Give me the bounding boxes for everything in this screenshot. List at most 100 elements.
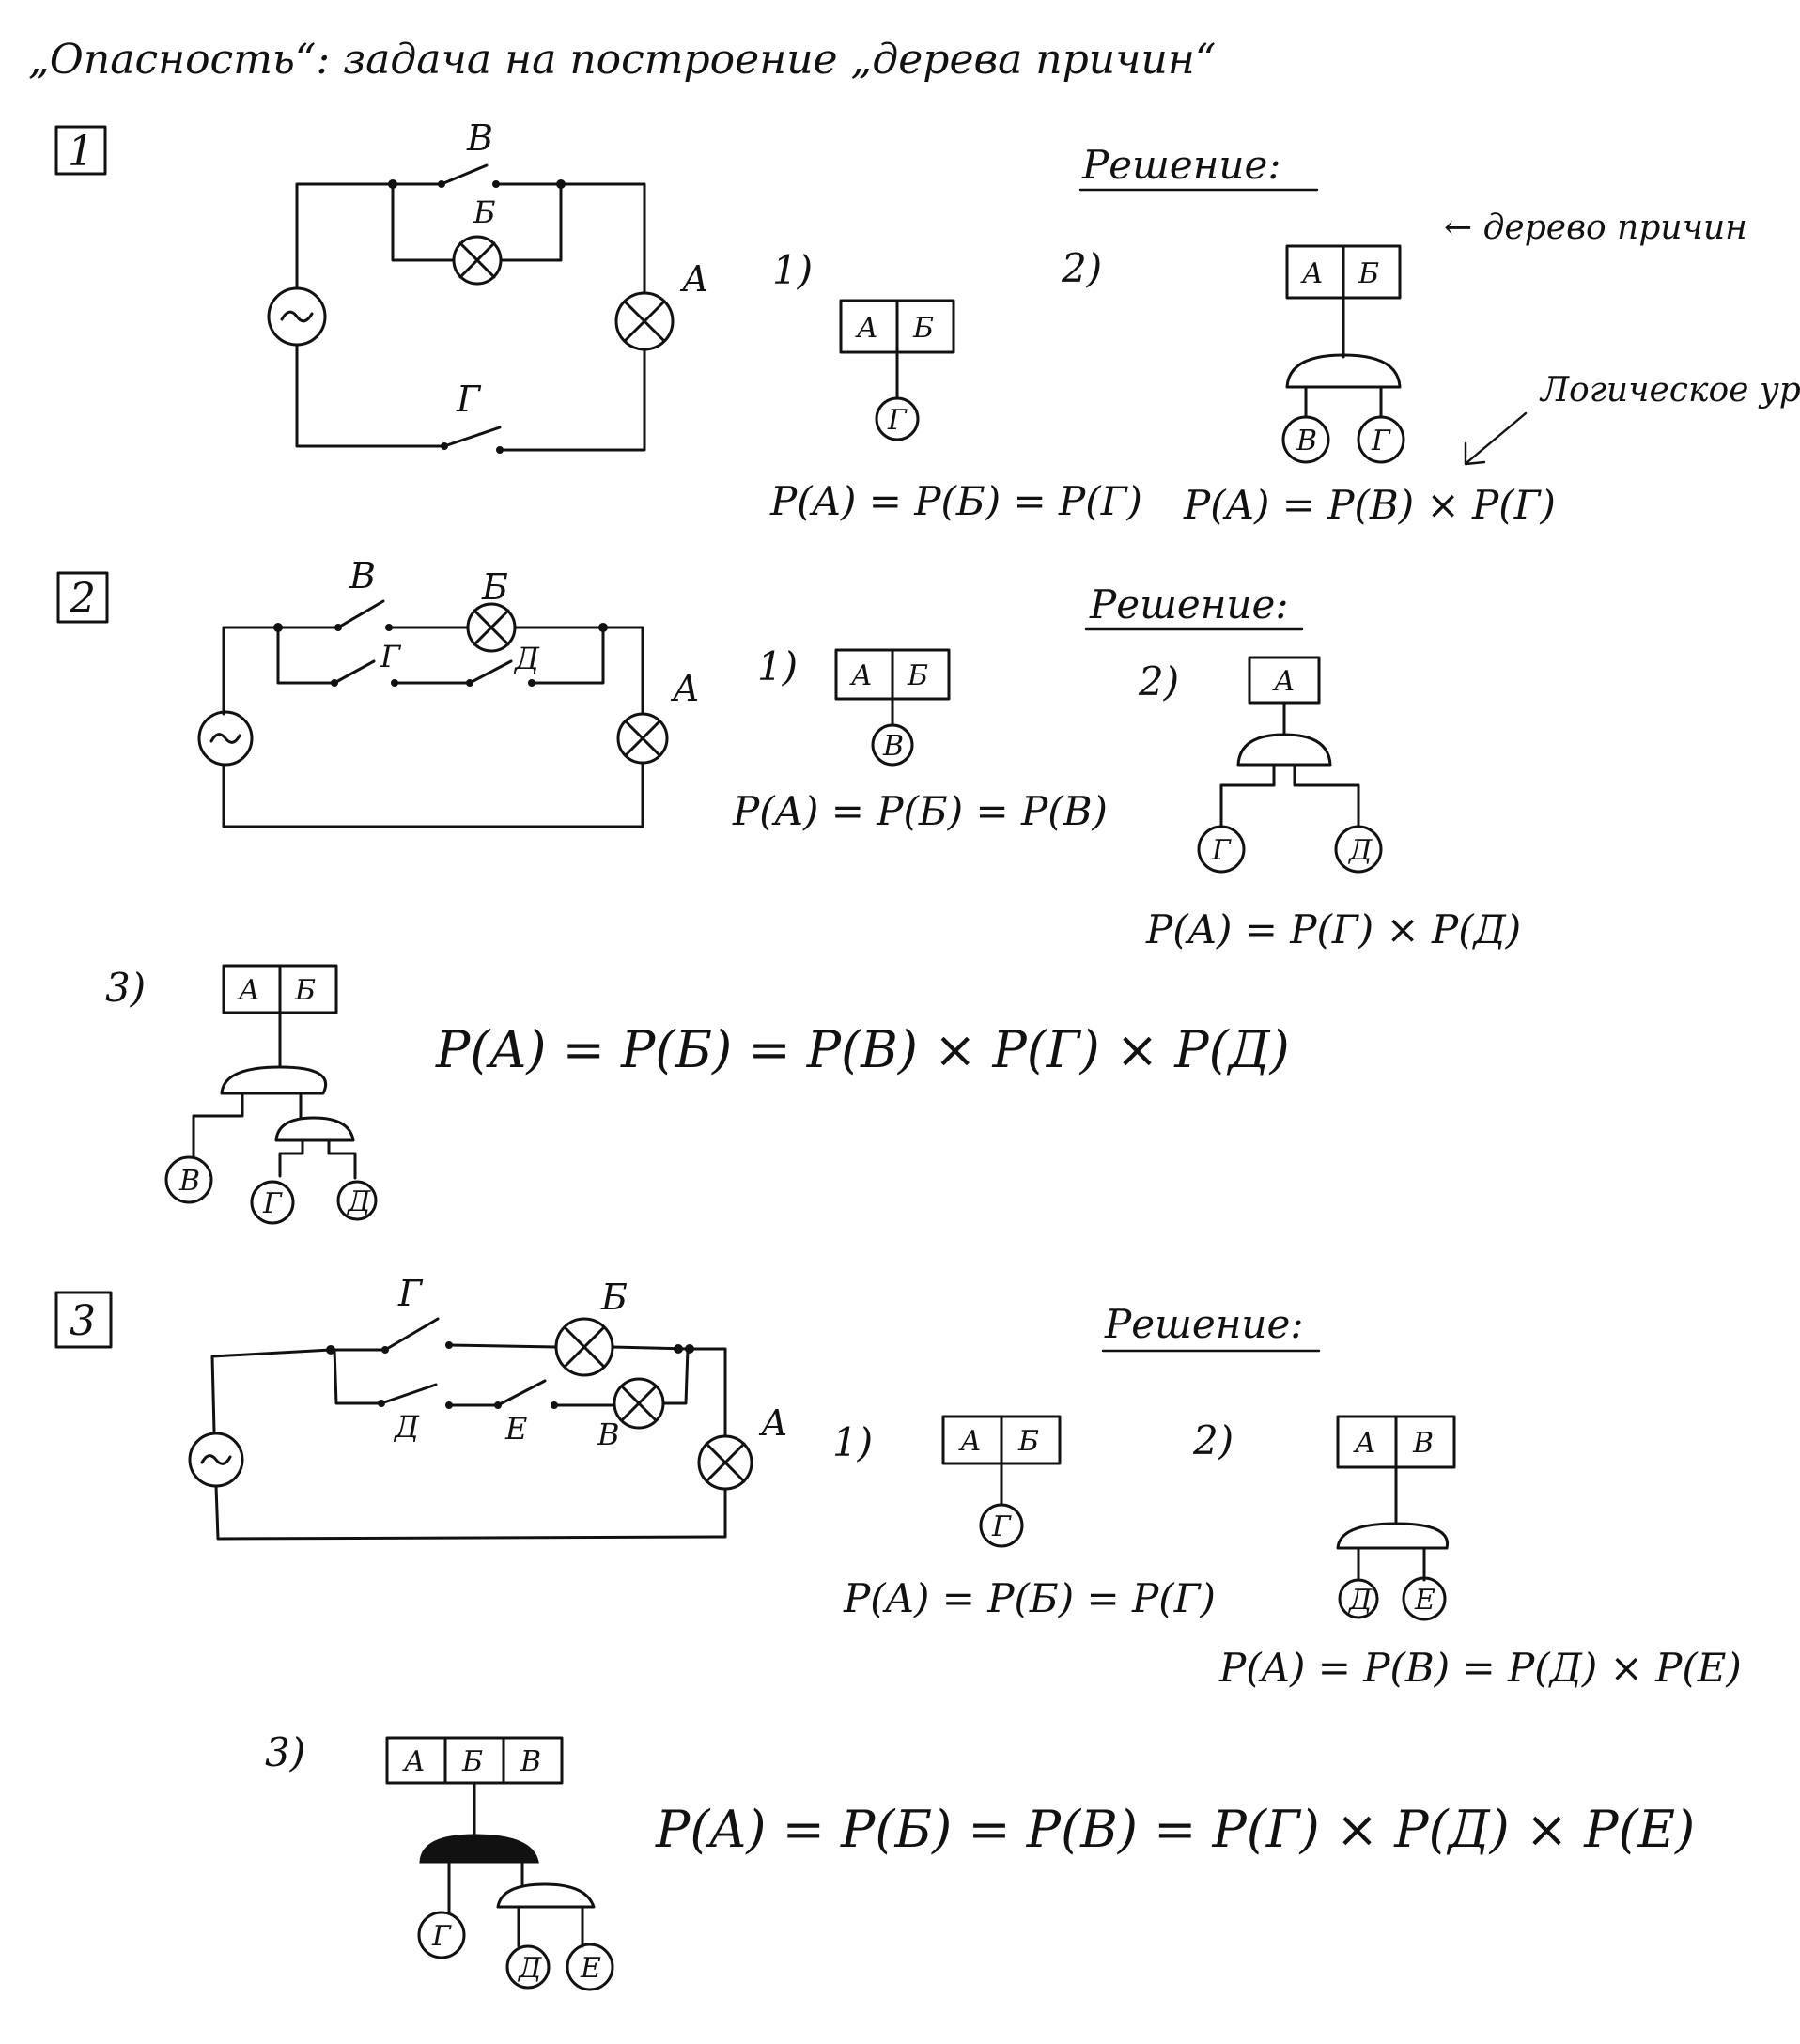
switch-g <box>333 659 376 685</box>
lamp-cross <box>473 609 510 646</box>
and-gate-icon <box>220 1065 328 1095</box>
sine-icon <box>200 1454 232 1465</box>
sine-icon <box>209 733 241 744</box>
step-label: 3) <box>105 965 146 1011</box>
tree-leaf-label: Д <box>346 1185 371 1218</box>
solution-heading: Решение: <box>1104 1301 1303 1347</box>
tree-leaf <box>336 1180 378 1221</box>
tree-leaf <box>1334 825 1383 874</box>
wire <box>447 1343 558 1349</box>
tree-leaf-label: Е <box>1414 1584 1435 1617</box>
label-switch-e: Е <box>504 1411 527 1447</box>
tree-leaf <box>875 396 920 441</box>
label-lamp-top: Б <box>600 1277 628 1318</box>
switch-top <box>336 599 385 629</box>
switch-d <box>380 1383 438 1405</box>
fault-tree: А Б Г <box>941 1415 1062 1548</box>
tree-box-label: А <box>958 1425 982 1458</box>
fault-tree: А Б В Г Д <box>164 964 378 1225</box>
tree-box-label: В <box>520 1745 541 1778</box>
switch-contact <box>381 1346 389 1354</box>
fault-tree: А Г Д <box>1197 656 1383 874</box>
step-label: 2) <box>1192 1417 1234 1463</box>
note-arrow-head <box>1464 441 1486 466</box>
wire <box>295 182 393 290</box>
tree-edge <box>278 1138 304 1178</box>
switch-contact <box>445 1341 453 1349</box>
tree-box-label: Б <box>1358 257 1379 290</box>
lamp-icon <box>466 602 517 653</box>
equation: P(A) = P(B) × P(Г) <box>1183 482 1556 528</box>
tree-leaf-label: Г <box>887 404 908 437</box>
tree-box <box>502 1736 564 1785</box>
problem-3: 3 <box>54 1273 1742 1991</box>
switch-contact <box>385 624 393 631</box>
tree-box <box>1000 1415 1062 1465</box>
and-gate-icon <box>1236 733 1332 766</box>
solution-heading: Решение: <box>1081 142 1280 188</box>
wire <box>222 761 644 828</box>
circuit-diagram: В Б Г Д А <box>197 555 700 828</box>
problem-number: 3 <box>70 1297 96 1345</box>
lamp-cross <box>623 300 666 343</box>
and-gate-icon <box>1285 353 1402 389</box>
tree-leaf-label: В <box>1296 425 1317 457</box>
equation: P(A) = P(Б) = P(B) = P(Г) × P(Д) × P(E) <box>655 1800 1695 1859</box>
tree-leaf-label: В <box>178 1165 200 1198</box>
step-label: 1) <box>832 1419 873 1465</box>
tree-box-label: А <box>855 312 878 345</box>
tree-box-label: А <box>1300 257 1324 290</box>
switch-d <box>468 659 513 685</box>
wire <box>498 348 646 452</box>
problem-number-box <box>54 125 107 176</box>
lamp-icon <box>614 291 675 351</box>
equation: P(A) = P(Б) = P(Г) <box>843 1575 1216 1621</box>
tree-leaf-label: Г <box>1211 834 1232 867</box>
lamp-cross <box>624 720 661 757</box>
tree-leaf <box>1357 415 1405 464</box>
and-gate-icon <box>419 1834 539 1864</box>
fault-tree: А В Д Е <box>1336 1415 1456 1621</box>
wire <box>214 1484 727 1541</box>
lamp-cross <box>705 1442 746 1483</box>
problem-1: 1 <box>54 117 1800 528</box>
tree-box-label: А <box>1272 665 1296 698</box>
fault-tree: А Б В Г Д Е <box>385 1736 614 1991</box>
equation: P(A) = P(Б) = P(B) × P(Г) × P(Д) <box>435 1020 1290 1079</box>
wire <box>601 626 644 716</box>
tree-leaf <box>164 1155 213 1204</box>
tree-box <box>895 299 955 354</box>
equation: P(A) = P(Б) = P(Г) <box>769 478 1142 524</box>
tree-leaf <box>250 1180 295 1225</box>
sine-icon <box>280 310 314 323</box>
tree-leaf <box>417 1911 466 1959</box>
and-gate-icon <box>496 1882 596 1909</box>
switch-top <box>383 1317 440 1352</box>
tree-leaf-label: Г <box>262 1187 283 1220</box>
tree-leaf <box>979 1503 1024 1548</box>
tree-leaf <box>1338 1578 1379 1619</box>
junction-dot <box>685 1344 694 1354</box>
tree-leaf-label: Г <box>991 1510 1012 1543</box>
tree-box-label: Б <box>461 1745 483 1778</box>
wire <box>210 1348 333 1433</box>
tree-leaf <box>1281 415 1330 464</box>
tree-box-label: А <box>402 1745 426 1778</box>
switch-contact <box>331 679 338 687</box>
switch-contact <box>551 1401 558 1409</box>
label-switch-g: Г <box>380 639 402 674</box>
label-switch-top: Г <box>397 1273 424 1314</box>
junction-dot <box>326 1345 335 1355</box>
label-lamp-main: А <box>758 1402 788 1444</box>
tree-leaf-label: Г <box>1371 425 1391 457</box>
switch-bottom <box>442 426 502 448</box>
note-equation: Логическое уравн-е <box>1539 371 1800 410</box>
switch-top <box>440 163 489 186</box>
step-label: 2) <box>1138 658 1179 705</box>
page-title: „Опасность“: задача на построение „дерев… <box>28 36 1216 84</box>
lamp-cross <box>458 241 496 279</box>
tree-edge <box>1293 763 1360 828</box>
label-lamp-top: Б <box>481 566 508 608</box>
wire <box>276 626 336 685</box>
